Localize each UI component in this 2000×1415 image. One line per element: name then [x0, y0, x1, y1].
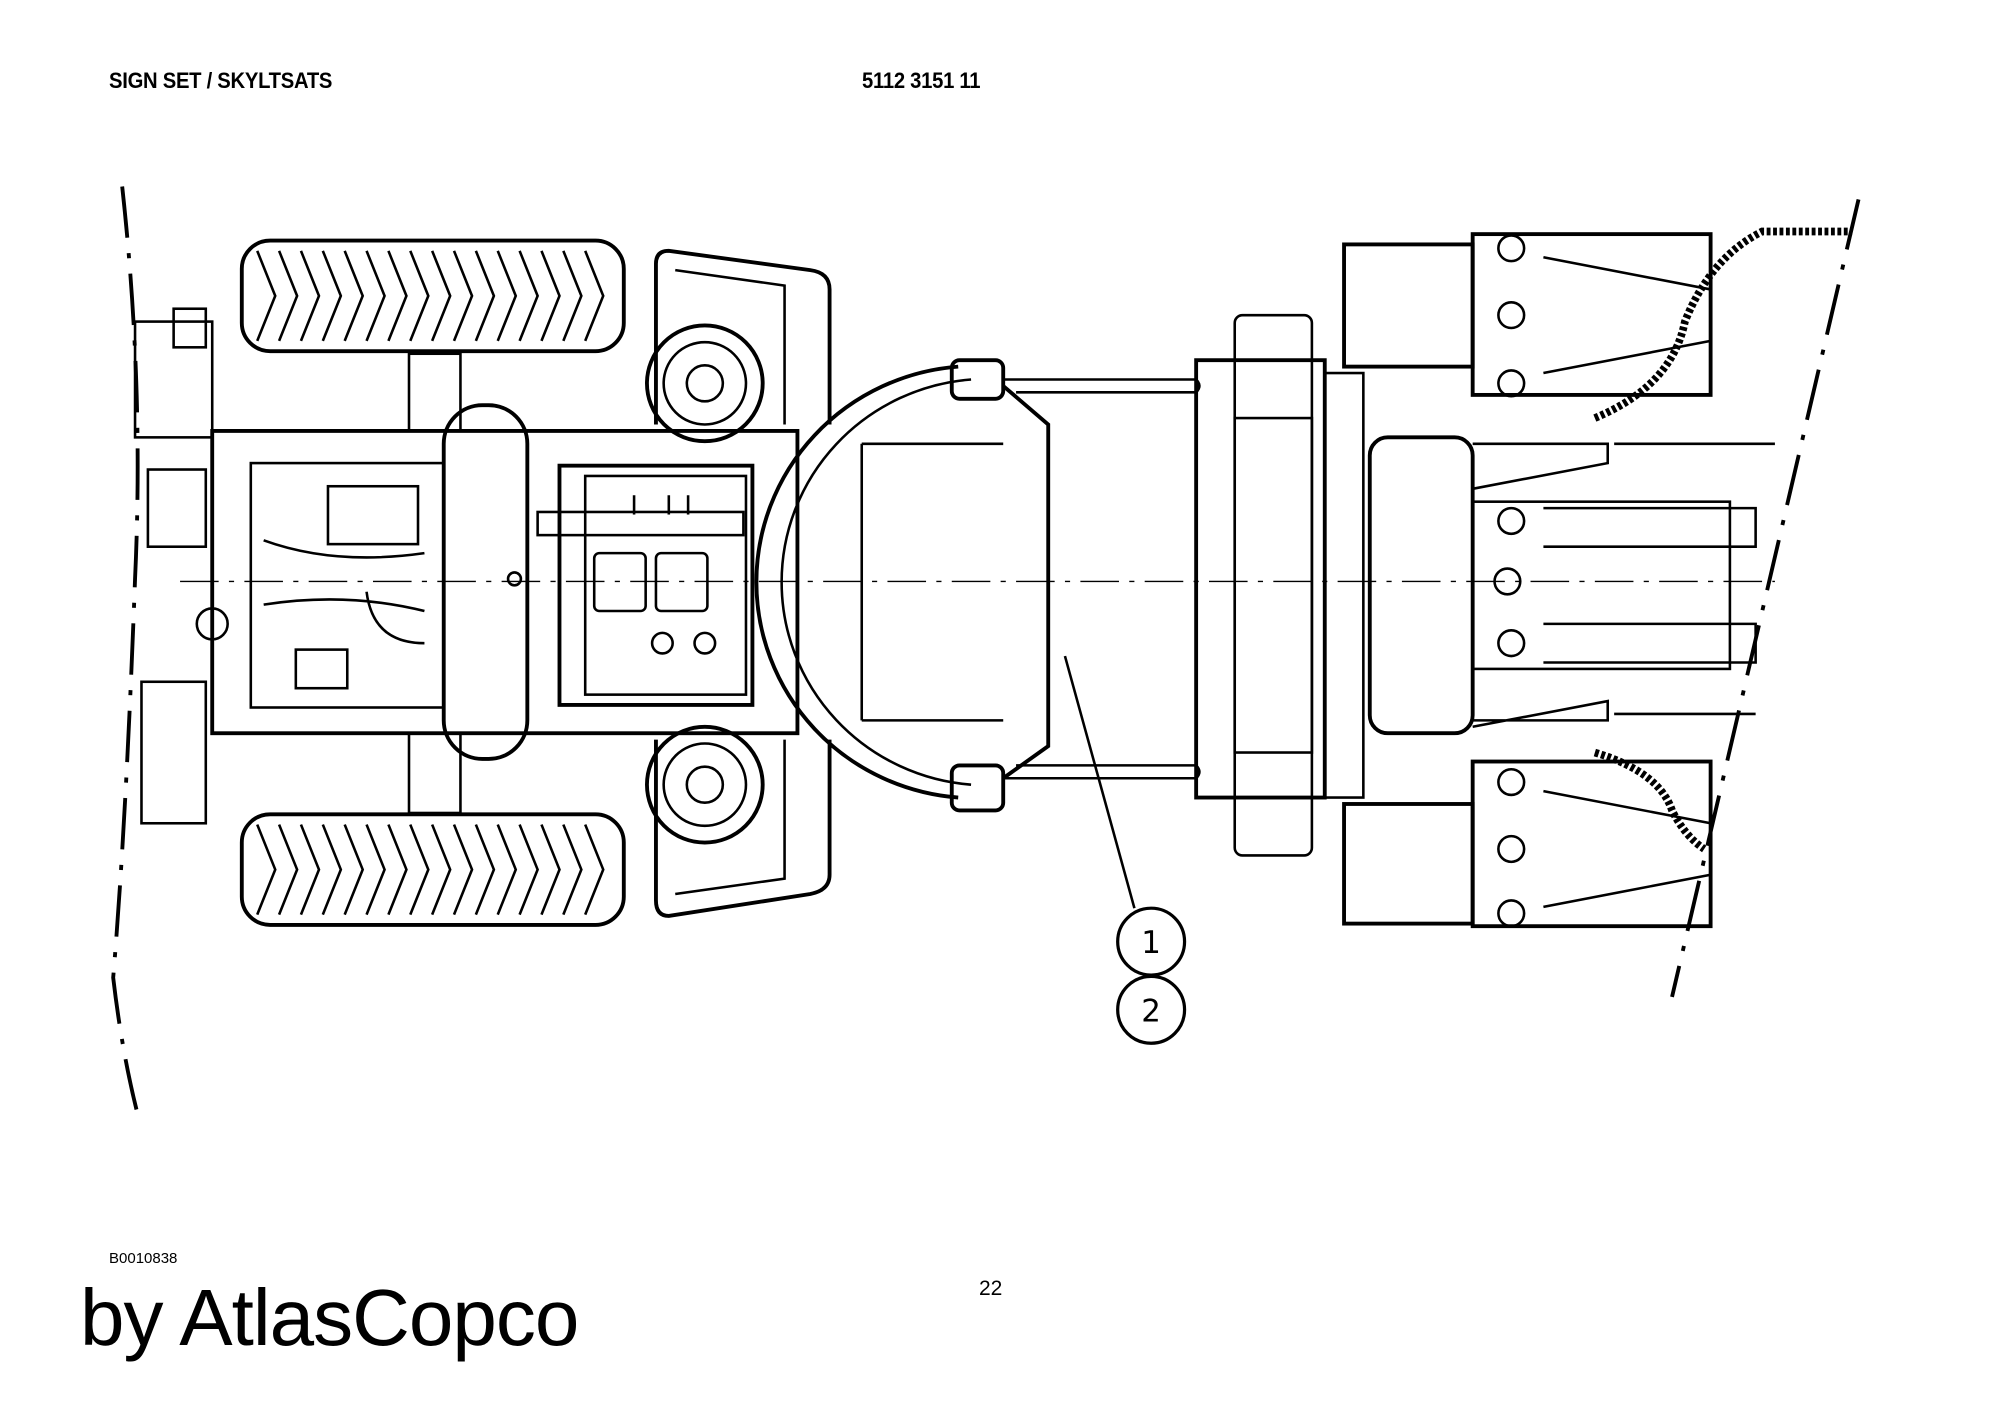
- fender-bottom: [654, 739, 832, 918]
- tire-tread-mark: [365, 250, 386, 342]
- tire-tread-mark: [518, 250, 540, 342]
- tire-tread-mark: [430, 824, 452, 916]
- chassis-frame: [210, 429, 800, 736]
- front-tire-top: [239, 238, 626, 354]
- tire-tread-mark: [277, 824, 299, 916]
- tire-tread-mark: [496, 250, 518, 342]
- wheel-hub-bottom: [645, 724, 765, 845]
- tire-tread-mark: [256, 250, 277, 342]
- callout-leader: [1063, 655, 1136, 909]
- callout-2: 2: [1116, 974, 1187, 1045]
- tire-tread-mark: [256, 824, 277, 916]
- tire-tread-mark: [299, 824, 321, 916]
- tire-tread-mark: [540, 824, 561, 916]
- tire-tread-mark: [321, 824, 343, 916]
- brand-text: by AtlasCopco: [80, 1273, 579, 1362]
- tire-tread-mark: [452, 824, 474, 916]
- centre-frame: [1001, 384, 1051, 780]
- callout-1-label: 1: [1141, 925, 1161, 961]
- tire-tread-mark: [409, 250, 430, 342]
- callout-2-label: 2: [1141, 993, 1161, 1029]
- tire-tread-mark: [387, 824, 408, 916]
- boom-block-bottom: [1342, 802, 1475, 926]
- tire-tread-mark: [277, 250, 299, 342]
- tire-tread-mark: [387, 250, 408, 342]
- tire-tread-mark: [343, 824, 365, 916]
- front-tire-bottom: [239, 812, 626, 927]
- tire-tread-mark: [343, 250, 365, 342]
- page-number: 22: [979, 1277, 1003, 1300]
- boom-block-top: [1342, 242, 1475, 369]
- tire-tread-mark: [321, 250, 343, 342]
- tire-tread-mark: [584, 250, 605, 342]
- engine-compartment: [557, 463, 755, 707]
- tire-tread-mark: [518, 824, 540, 916]
- tire-tread-mark: [365, 824, 386, 916]
- right-break-line: [1670, 198, 1861, 998]
- hose-bottom: [1593, 748, 1707, 853]
- tire-tread-mark: [452, 250, 474, 342]
- articulation-ring: [754, 364, 959, 800]
- fender-top: [654, 248, 832, 425]
- tire-tread-mark: [299, 250, 321, 342]
- tire-tread-mark: [430, 250, 452, 342]
- tire-tread-mark: [409, 824, 430, 916]
- fuel-tank: [441, 403, 530, 761]
- tire-tread-mark: [562, 824, 583, 916]
- tire-tread-mark: [584, 824, 605, 916]
- wheel-hub-top: [645, 323, 765, 444]
- tire-tread-mark: [474, 824, 496, 916]
- figure-id: B0010838: [109, 1250, 178, 1267]
- tire-tread-mark: [540, 250, 561, 342]
- tire-tread-mark: [496, 824, 518, 916]
- document-title: SIGN SET / SKYLTSATS: [109, 68, 333, 93]
- callout-1: 1: [1116, 906, 1187, 977]
- hose-top: [1593, 227, 1853, 422]
- part-number: 5112 3151 11: [862, 68, 981, 93]
- tire-tread-mark: [474, 250, 496, 342]
- tire-tread-mark: [562, 250, 583, 342]
